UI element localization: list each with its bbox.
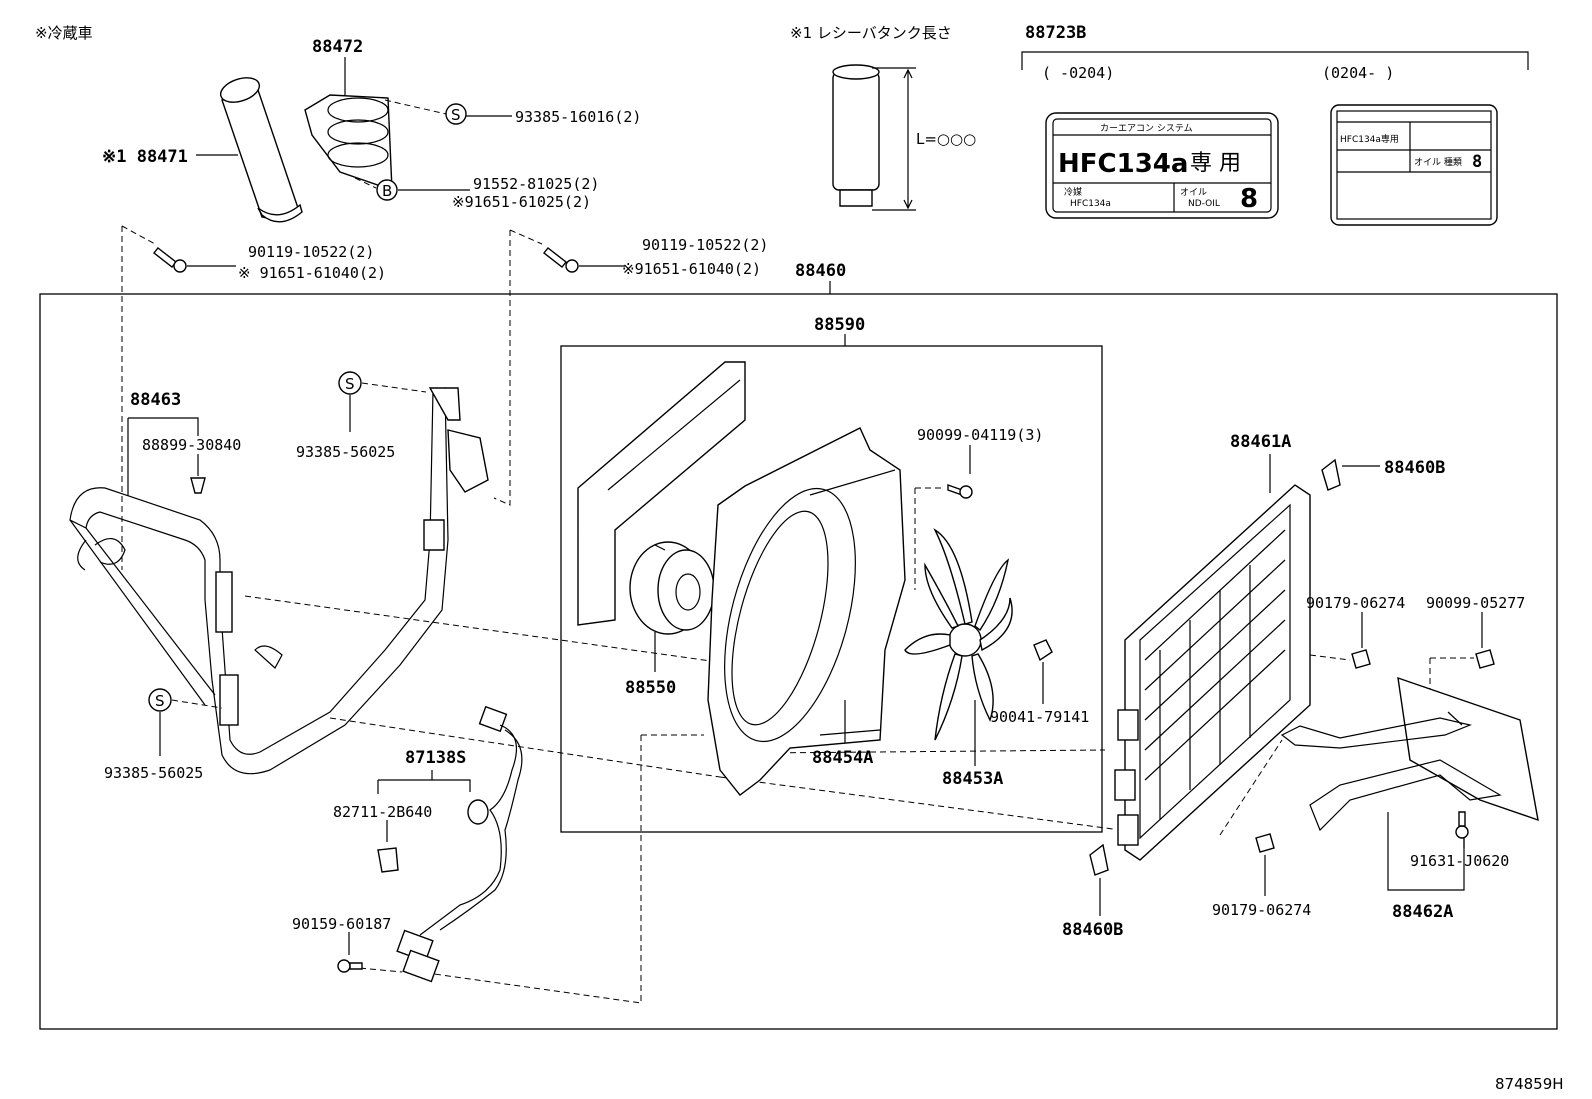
decal-new [1330, 104, 1498, 226]
receiver-tank-length-figure [832, 64, 916, 211]
label-range-new: (0204- ) [1322, 64, 1394, 82]
label-88460B-top: 88460B [1384, 458, 1445, 478]
receiver-tank-88471 [219, 77, 303, 223]
label-93385-56025-top: 93385-56025 [296, 443, 395, 461]
label-88460B-bot: 88460B [1062, 920, 1123, 940]
label-range-old: ( -0204) [1042, 64, 1114, 82]
label-90099-04119: 90099-04119(3) [917, 426, 1043, 444]
svg-text:S: S [155, 692, 165, 710]
label-88453A: 88453A [942, 769, 1003, 789]
nut-90179-bottom-icon [1255, 833, 1275, 853]
decal-old-oil-label: オイル [1180, 187, 1207, 198]
bolt-mid-icon [543, 247, 579, 273]
fan-shroud-88454A [707, 427, 906, 796]
bracket-88472 [304, 94, 393, 191]
shroud-panel [577, 361, 746, 626]
label-88454A: 88454A [812, 748, 873, 768]
label-90159: 90159-60187 [292, 915, 391, 933]
bolt-90159-icon [337, 959, 363, 973]
nut-90041-icon [1033, 639, 1053, 662]
bracket-88462A [1280, 676, 1539, 832]
marker-b: B [376, 179, 398, 201]
nut-90099-05277-icon [1475, 649, 1495, 669]
label-bolt-left-b: ※ 91651-61040(2) [238, 264, 386, 282]
label-91651-61025: ※91651-61025(2) [452, 193, 591, 211]
note-refrigerated: ※冷蔵車 [35, 24, 93, 42]
label-88723B: 88723B [1025, 23, 1086, 43]
label-88463: 88463 [130, 390, 181, 410]
label-82711: 82711-2B640 [333, 803, 432, 821]
label-88462A: 88462A [1392, 902, 1453, 922]
decal-old-refrigerant: HFC134a [1058, 149, 1188, 179]
fan-88453A [904, 528, 1013, 741]
label-88461A: 88461A [1230, 432, 1291, 452]
bolt-left-icon [153, 247, 187, 273]
label-88550: 88550 [625, 678, 676, 698]
decal-old-exclusive: 専 用 [1190, 151, 1241, 176]
length-value: L=○○○ [916, 130, 976, 148]
label-88472: 88472 [312, 37, 363, 57]
decal-old-heading: カーエアコン システム [1100, 123, 1193, 134]
decal-new-refrigerant: HFC134a専用 [1340, 133, 1399, 145]
label-93385-56025-bot: 93385-56025 [104, 764, 203, 782]
assembly-frame-88460 [39, 293, 1558, 1030]
fan-motor-88550 [629, 541, 715, 635]
subassembly-frame-88590 [560, 345, 1103, 833]
label-88471: ※1 88471 [102, 147, 188, 167]
nut-90179-top-icon [1351, 649, 1371, 669]
svg-text:S: S [345, 375, 355, 393]
svg-text:S: S [451, 106, 461, 124]
clip-88460B-bottom-icon [1089, 843, 1109, 876]
label-91552: 91552-81025(2) [473, 175, 599, 193]
label-90099-05277: 90099-05277 [1426, 594, 1525, 612]
connector-82711-icon [377, 847, 399, 873]
label-93385-16016: 93385-16016(2) [515, 108, 641, 126]
decal-old-coolant-label: 冷媒 [1064, 186, 1082, 198]
decal-old-oil-type: ND-OIL [1188, 199, 1220, 209]
clip-88899-icon [190, 477, 206, 494]
marker-s-top: S [445, 103, 467, 125]
label-bolt-mid-b: ※91651-61040(2) [622, 260, 761, 278]
diagram-code: 874859H [1495, 1075, 1564, 1093]
decal-new-oil-number: 8 [1472, 152, 1482, 172]
bracket-88463 [69, 387, 489, 775]
label-88460: 88460 [795, 261, 846, 281]
note-tank-length: ※1 レシーバタンク長さ [790, 24, 952, 42]
label-88899: 88899-30840 [142, 436, 241, 454]
clip-88460B-top-icon [1321, 458, 1341, 491]
label-bolt-left-a: 90119-10522(2) [248, 243, 374, 261]
label-90179-06274-top: 90179-06274 [1306, 594, 1405, 612]
label-bolt-mid-a: 90119-10522(2) [642, 236, 768, 254]
wiring-harness-87138S [396, 705, 523, 983]
marker-s-bottom: S [148, 688, 172, 712]
label-91631: 91631-J0620 [1410, 852, 1509, 870]
decal-old-oil-number: 8 [1240, 184, 1258, 214]
decal-new-oil-label: オイル 種類 [1414, 157, 1462, 168]
bolt-91631-icon [1455, 811, 1469, 839]
label-90179-06274-bot: 90179-06274 [1212, 901, 1311, 919]
condenser-88461A [1114, 484, 1311, 861]
decal-old [1045, 112, 1279, 219]
decal-old-coolant-value: HFC134a [1070, 199, 1111, 209]
label-87138S: 87138S [405, 748, 466, 768]
label-88590: 88590 [814, 315, 865, 335]
marker-s-mid: S [338, 371, 362, 395]
label-90041: 90041-79141 [990, 708, 1089, 726]
svg-text:B: B [382, 182, 392, 200]
bolt-90099-04119-icon [947, 484, 973, 499]
